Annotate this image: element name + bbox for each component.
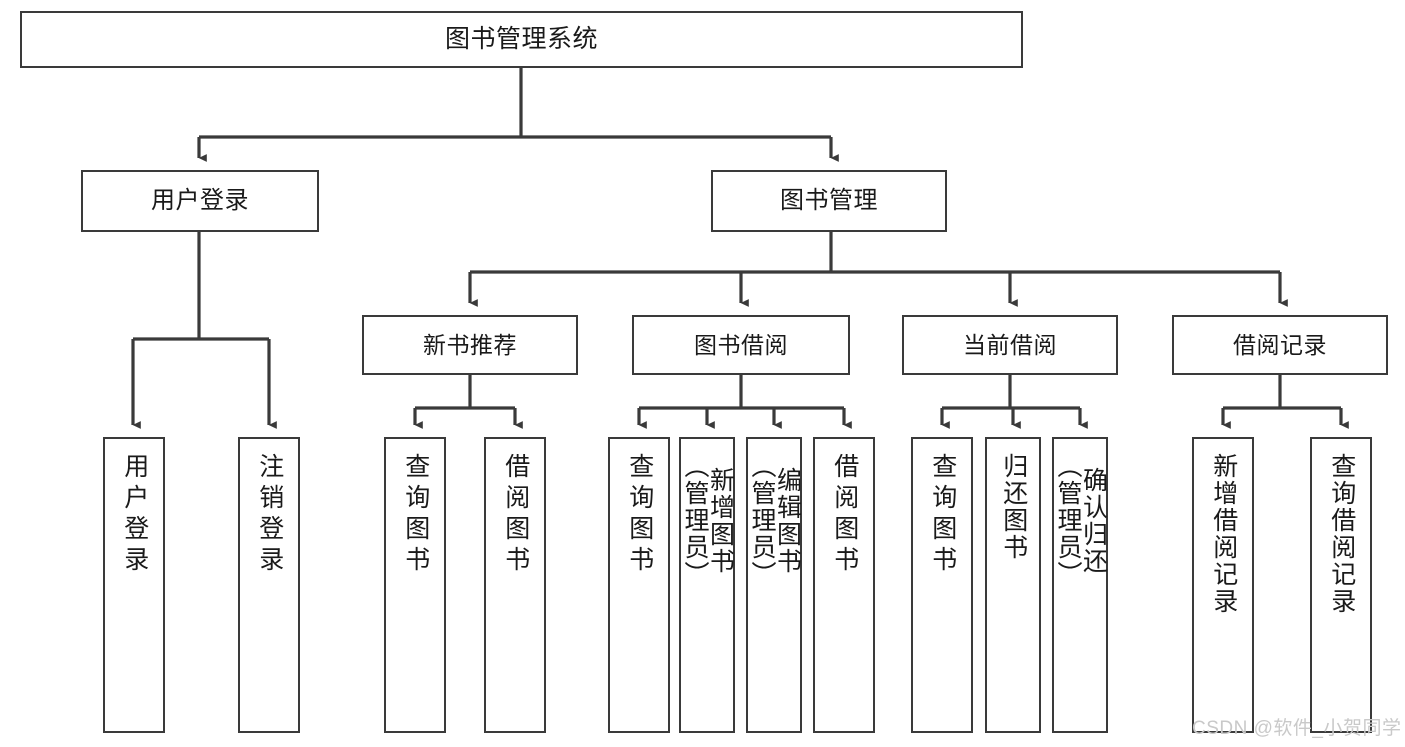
node-label: 借阅图书 (830, 453, 859, 577)
node-label: 新增借阅记录 (1209, 453, 1238, 615)
node-leaf-borrow-book[interactable]: 借阅图书 (813, 437, 875, 733)
node-book-manage[interactable]: 图书管理 (711, 170, 947, 232)
node-new-book-rec[interactable]: 新书推荐 (362, 315, 578, 375)
node-label: 归还图书 (999, 453, 1028, 561)
node-leaf-query-borrow-record[interactable]: 查询借阅记录 (1310, 437, 1372, 733)
node-leaf-query-book-rec[interactable]: 查询图书 (384, 437, 446, 733)
node-leaf-add-borrow-record[interactable]: 新增借阅记录 (1192, 437, 1254, 733)
node-book-borrow[interactable]: 图书借阅 (632, 315, 850, 375)
node-label: 查询图书 (625, 453, 654, 577)
node-leaf-logout[interactable]: 注销登录 (238, 437, 300, 733)
node-label: 图书借阅 (694, 331, 788, 358)
node-label: 借阅记录 (1233, 331, 1327, 358)
node-leaf-query-book-current[interactable]: 查询图书 (911, 437, 973, 733)
node-leaf-add-book[interactable]: 新增图书 （管理员） (679, 437, 735, 733)
node-leaf-return-book[interactable]: 归还图书 (985, 437, 1041, 733)
node-leaf-user-login[interactable]: 用户登录 (103, 437, 165, 733)
node-leaf-query-book[interactable]: 查询图书 (608, 437, 670, 733)
node-user-login[interactable]: 用户登录 (81, 170, 319, 232)
node-label: 编辑图书 （管理员） (748, 453, 802, 588)
node-label: 查询图书 (928, 453, 957, 577)
node-label: 当前借阅 (963, 331, 1057, 358)
node-label: 确认归还 （管理员） (1054, 453, 1108, 588)
node-label: 新增图书 （管理员） (681, 453, 735, 588)
node-label: 用户登录 (151, 187, 249, 215)
node-leaf-borrow-book-rec[interactable]: 借阅图书 (484, 437, 546, 733)
node-label: 借阅图书 (501, 453, 530, 577)
node-label: 用户登录 (120, 453, 149, 577)
node-label: 查询图书 (401, 453, 430, 577)
node-label: 图书管理系统 (444, 25, 598, 54)
node-label: 注销登录 (255, 453, 284, 577)
node-current-borrow[interactable]: 当前借阅 (902, 315, 1118, 375)
node-system-root[interactable]: 图书管理系统 (20, 11, 1023, 68)
node-label: 图书管理 (780, 187, 878, 215)
node-label: 查询借阅记录 (1327, 453, 1356, 615)
node-leaf-confirm-return[interactable]: 确认归还 （管理员） (1052, 437, 1108, 733)
node-label: 新书推荐 (423, 331, 517, 358)
node-borrow-record[interactable]: 借阅记录 (1172, 315, 1388, 375)
node-leaf-edit-book[interactable]: 编辑图书 （管理员） (746, 437, 802, 733)
